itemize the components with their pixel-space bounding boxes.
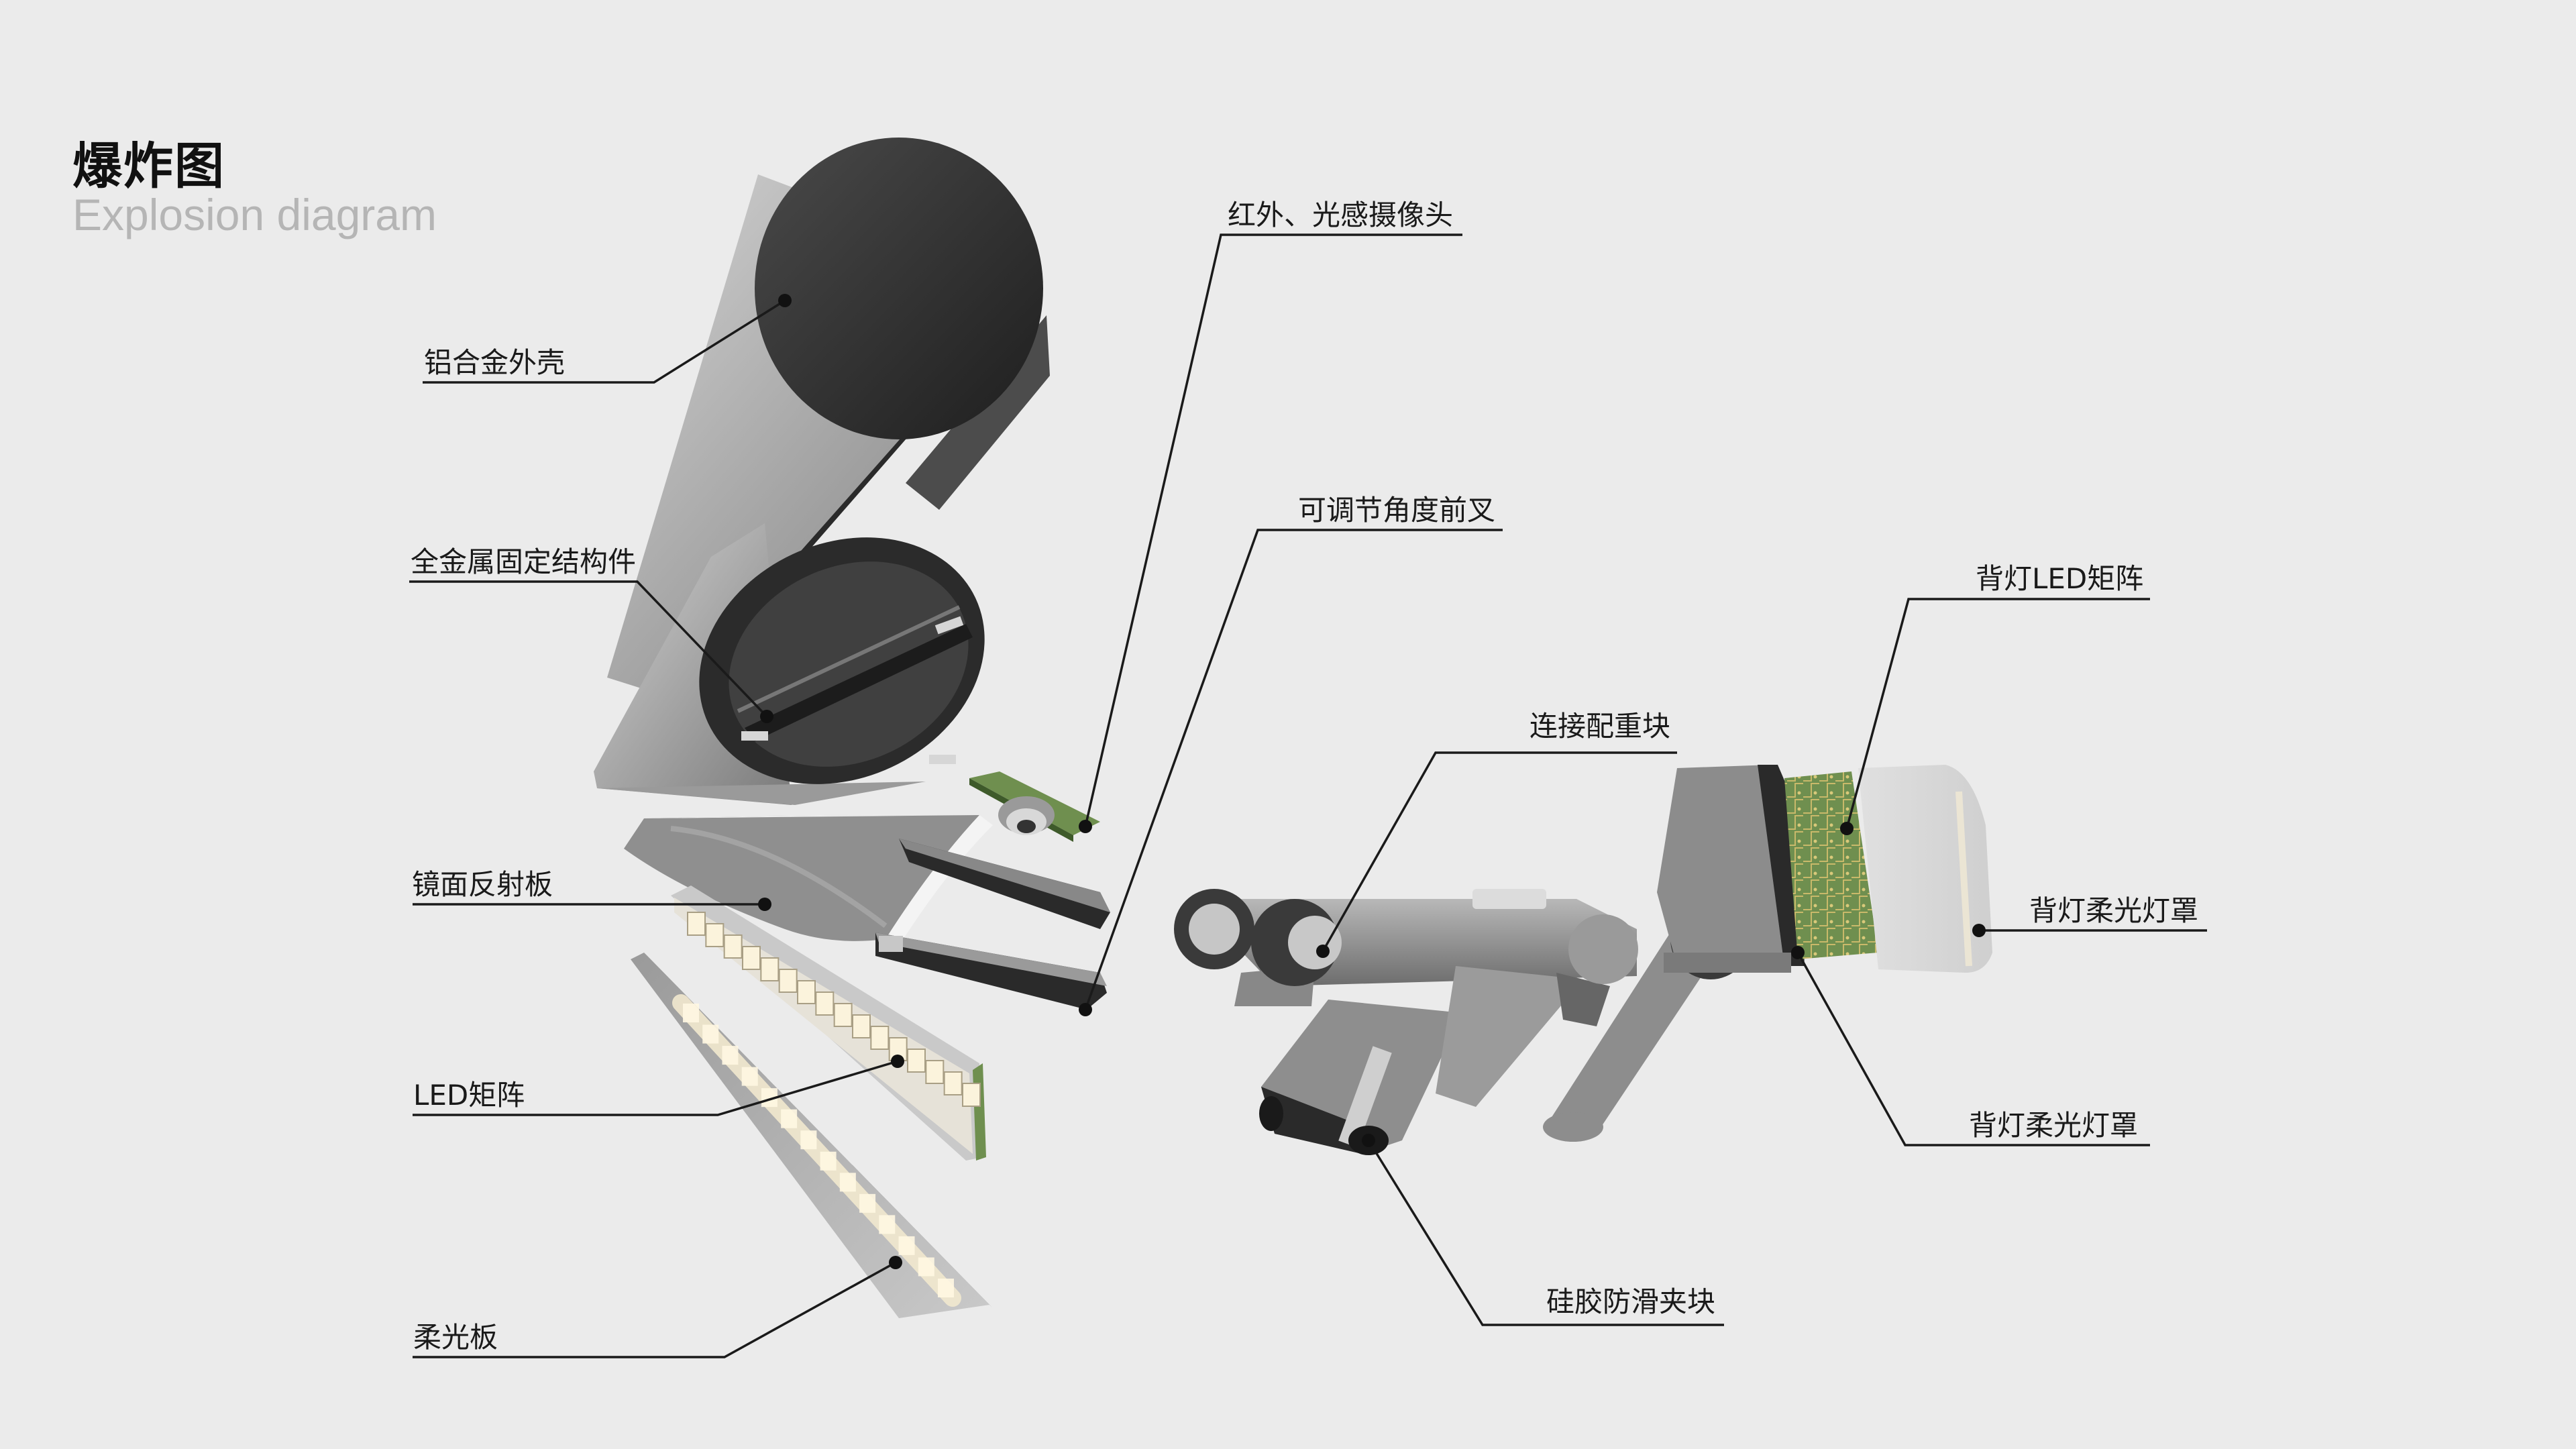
leader-lines: [409, 233, 2207, 1358]
diffuser-led-glow: [722, 1046, 739, 1065]
diffuser-led-glow: [702, 1024, 719, 1044]
diffuser-led-glow: [918, 1257, 934, 1277]
diffuser-led-glow: [898, 1236, 915, 1255]
label-backlight-cover-1: 背灯柔光灯罩: [2029, 894, 2198, 927]
led-matrix-part: [671, 885, 986, 1161]
title-cn: 爆炸图: [72, 138, 225, 195]
label-mirror-reflector: 镜面反射板: [412, 868, 553, 901]
led-chip: [870, 1026, 890, 1050]
metal-structure-part: [594, 523, 985, 805]
label-backlight-cover-2: 背灯柔光灯罩: [1969, 1109, 2138, 1142]
diffuser-led-glow: [781, 1109, 798, 1128]
led-chip: [815, 991, 835, 1016]
title-en: Explosion diagram: [72, 190, 437, 239]
label-aluminum-shell: 铝合金外壳: [424, 346, 565, 379]
backlight-cover-part: [1858, 765, 1992, 973]
counterweight-part: [1657, 765, 1805, 973]
label-metal-structure: 全金属固定结构件: [411, 545, 636, 578]
diffuser-led-glow: [741, 1067, 758, 1086]
label-silicone-clamp: 硅胶防滑夹块: [1546, 1285, 1715, 1318]
label-ir-camera: 红外、光感摄像头: [1228, 199, 1453, 231]
diffuser-led-glow: [683, 1004, 699, 1022]
led-chip: [797, 980, 816, 1004]
led-chip: [833, 1003, 853, 1027]
silicone-clamp-part: [1259, 1000, 1462, 1155]
led-chip: [962, 1083, 981, 1107]
diffuser-led-glow: [800, 1130, 817, 1150]
diffuser-led-glow: [938, 1279, 954, 1297]
diffuser-led-glow: [879, 1215, 896, 1234]
leader-dots: [758, 294, 1986, 1269]
label-adjustable-fork: 可调节角度前叉: [1298, 494, 1495, 527]
led-chip: [760, 957, 780, 981]
mirror-reflector-part: [624, 815, 993, 946]
label-diffuser-plate: 柔光板: [413, 1321, 498, 1354]
led-chip: [723, 934, 743, 959]
diffuser-led-glow: [839, 1173, 856, 1192]
reflector-strips: [875, 839, 1110, 1010]
diffuser-led-glow: [859, 1193, 876, 1213]
label-counterweight: 连接配重块: [1529, 710, 1670, 743]
backlight-led-pcb: [1784, 771, 1878, 959]
led-chip: [705, 923, 724, 947]
ir-camera-part: [969, 771, 1100, 842]
led-chip: [742, 946, 761, 970]
diffuser-plate-part: [631, 953, 993, 1318]
led-chip: [687, 912, 706, 936]
led-chip: [907, 1049, 926, 1073]
label-backlight-led-matrix: 背灯LED矩阵: [1976, 562, 2143, 595]
label-led-matrix: LED矩阵: [413, 1079, 525, 1112]
led-chip: [943, 1071, 963, 1095]
diffuser-led-glow: [820, 1151, 837, 1171]
led-chip: [925, 1060, 945, 1084]
led-chip: [778, 969, 798, 993]
led-chip: [852, 1014, 871, 1038]
